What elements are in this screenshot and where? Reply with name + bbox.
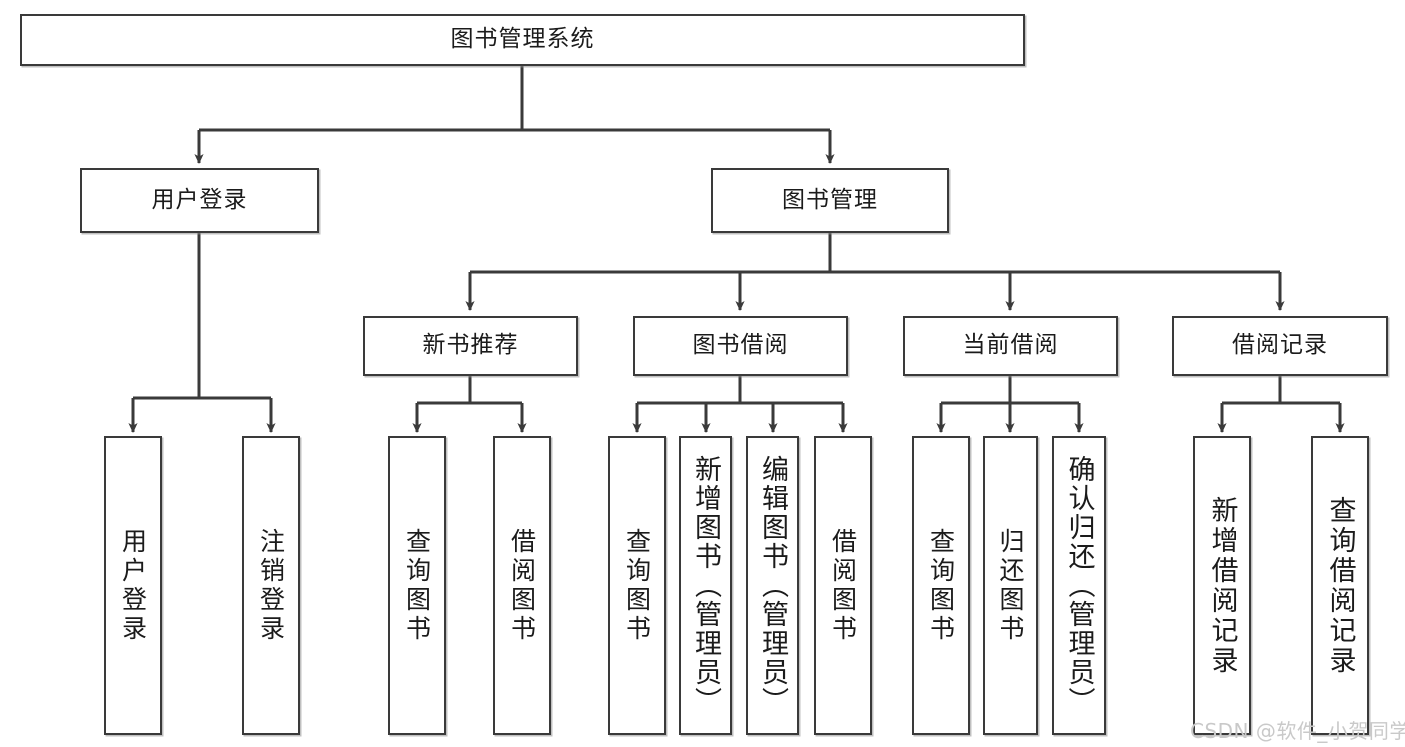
leaf-return-book[interactable]: 归还图书 (983, 436, 1038, 735)
leaf-query-record-label: 查询借阅记录 (1324, 495, 1356, 676)
leaf-query-record[interactable]: 查询借阅记录 (1311, 436, 1369, 735)
leaf-query-book-1-label: 查询图书 (402, 527, 432, 644)
node-user-login-label: 用户登录 (151, 186, 248, 213)
node-borrow-record[interactable]: 借阅记录 (1172, 316, 1388, 376)
node-book-manage[interactable]: 图书管理 (711, 168, 949, 233)
node-new-book-rec[interactable]: 新书推荐 (363, 316, 578, 376)
leaf-query-book-2-label: 查询图书 (622, 527, 652, 644)
leaf-add-record-label: 新增借阅记录 (1206, 495, 1238, 676)
node-user-login[interactable]: 用户登录 (80, 168, 319, 233)
leaf-user-login[interactable]: 用户登录 (104, 436, 162, 735)
leaf-borrow-book-1[interactable]: 借阅图书 (493, 436, 551, 735)
leaf-user-logout-label: 注销登录 (256, 527, 286, 644)
leaf-query-book-2[interactable]: 查询图书 (608, 436, 666, 735)
leaf-borrow-book-2-label: 借阅图书 (828, 527, 858, 644)
leaf-edit-book-label: 编辑图书（管理员） (757, 455, 788, 716)
node-root-system-label: 图书管理系统 (450, 26, 595, 53)
leaf-add-book-label: 新增图书（管理员） (690, 455, 721, 716)
leaf-add-record[interactable]: 新增借阅记录 (1193, 436, 1251, 735)
leaf-query-book-3[interactable]: 查询图书 (912, 436, 970, 735)
leaf-return-book-label: 归还图书 (996, 527, 1025, 644)
node-book-borrow[interactable]: 图书借阅 (633, 316, 848, 376)
node-current-borrow[interactable]: 当前借阅 (903, 316, 1118, 376)
leaf-query-book-3-label: 查询图书 (926, 527, 956, 644)
node-root-system[interactable]: 图书管理系统 (20, 14, 1025, 66)
leaf-edit-book[interactable]: 编辑图书（管理员） (746, 436, 799, 735)
leaf-borrow-book-2[interactable]: 借阅图书 (814, 436, 872, 735)
node-book-borrow-label: 图书借阅 (692, 332, 789, 359)
leaf-query-book-1[interactable]: 查询图书 (388, 436, 446, 735)
node-new-book-rec-label: 新书推荐 (422, 332, 519, 359)
csdn-watermark: CSDN @软件_小贺同学 (1190, 719, 1405, 743)
node-current-borrow-label: 当前借阅 (962, 332, 1059, 359)
node-book-manage-label: 图书管理 (782, 186, 878, 213)
leaf-borrow-book-1-label: 借阅图书 (507, 527, 537, 644)
leaf-confirm-return[interactable]: 确认归还（管理员） (1052, 436, 1106, 735)
leaf-add-book[interactable]: 新增图书（管理员） (679, 436, 732, 735)
leaf-confirm-return-label: 确认归还（管理员） (1063, 455, 1095, 716)
leaf-user-login-label: 用户登录 (118, 527, 148, 644)
node-borrow-record-label: 借阅记录 (1232, 332, 1328, 359)
leaf-user-logout[interactable]: 注销登录 (242, 436, 300, 735)
